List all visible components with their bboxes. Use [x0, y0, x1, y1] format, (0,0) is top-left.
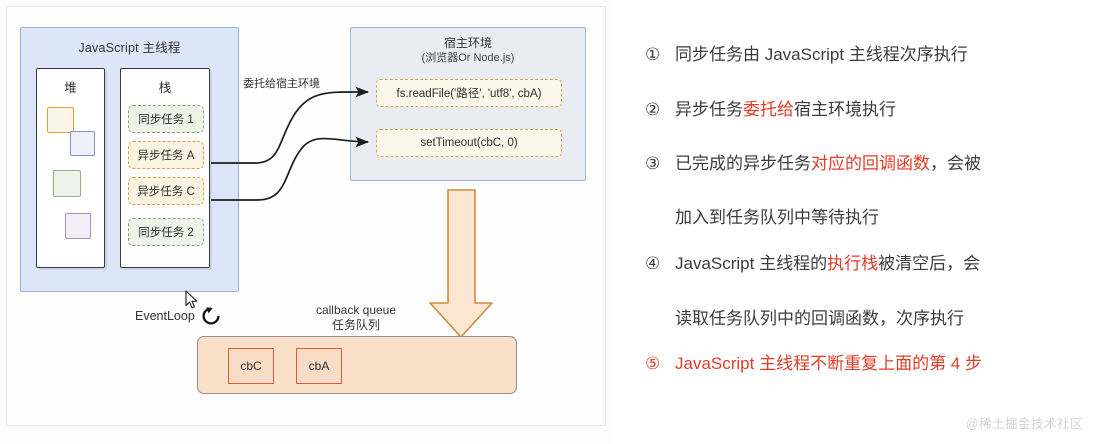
step-number-1: ① [645, 45, 661, 64]
event-loop-label: EventLoop [135, 309, 195, 323]
step-text-2: 异步任务委托给宿主环境执行 [675, 100, 896, 119]
step-number-3: ③ [645, 154, 661, 173]
steps-panel: ① 同步任务由 JavaScript 主线程次序执行 ② 异步任务委托给宿主环境… [620, 0, 1099, 444]
heap-object-green [53, 170, 81, 197]
step-text-1: 同步任务由 JavaScript 主线程次序执行 [675, 45, 968, 64]
delegate-to-host-label: 委托给宿主环境 [243, 78, 320, 90]
mouse-cursor-icon [185, 290, 198, 309]
step-text-3: 已完成的异步任务对应的回调函数，会被 [675, 154, 981, 173]
step-item-4-continued: 读取任务队列中的回调函数，次序执行 [675, 307, 964, 331]
step-number-2: ② [645, 100, 661, 119]
host-api-readfile: fs.readFile('路径', 'utf8', cbA) [376, 79, 562, 107]
callback-queue-item-cbc: cbC [228, 348, 274, 384]
step-item-3: ③ 已完成的异步任务对应的回调函数，会被 [645, 152, 981, 176]
step-text-5: JavaScript 主线程不断重复上面的第 4 步 [675, 354, 982, 373]
heap-object-blue [70, 131, 95, 156]
step-text-3-continued: 加入到任务队列中等待执行 [675, 208, 879, 227]
step-text-4-continued: 读取任务队列中的回调函数，次序执行 [675, 309, 964, 328]
host-environment-box: 宿主环境 (浏览器Or Node.js) fs.readFile('路径', '… [350, 27, 586, 181]
stack-item-async-a: 异步任务 A [128, 141, 204, 169]
heap-object-purple [65, 213, 91, 239]
step-item-4: ④ JavaScript 主线程的执行栈被清空后，会 [645, 252, 980, 276]
host-environment-title-main: 宿主环境 [443, 36, 492, 50]
host-api-settimeout: setTimeout(cbC, 0) [376, 129, 562, 157]
callback-queue-title-cn: 任务队列 [331, 318, 380, 332]
callback-queue-title-en: callback queue [315, 303, 397, 317]
event-loop-group: EventLoop [135, 306, 221, 326]
step-item-5: ⑤ JavaScript 主线程不断重复上面的第 4 步 [645, 352, 982, 376]
stack-item-sync-1: 同步任务 1 [128, 105, 204, 133]
step-number-5: ⑤ [645, 354, 661, 373]
callback-queue-item-cba: cbA [296, 348, 342, 384]
stack-box: 栈 同步任务 1 异步任务 A 异步任务 C 同步任务 2 [120, 68, 210, 309]
host-environment-title: 宿主环境 (浏览器Or Node.js) [351, 36, 585, 66]
stack-item-sync-2: 同步任务 2 [128, 218, 204, 246]
heap-box: 堆 [36, 68, 105, 268]
heap-object-yellow [47, 107, 74, 133]
stack-title: 栈 [158, 81, 172, 95]
watermark: @稀土掘金技术社区 [965, 417, 1083, 431]
javascript-main-thread-title: JavaScript 主线程 [78, 41, 181, 55]
step-text-4: JavaScript 主线程的执行栈被清空后，会 [675, 254, 981, 273]
step-item-3-continued: 加入到任务队列中等待执行 [675, 206, 879, 230]
step-number-4: ④ [645, 254, 661, 273]
heap-title: 堆 [64, 81, 77, 95]
loop-arrow-icon [202, 307, 220, 325]
step-item-2: ② 异步任务委托给宿主环境执行 [645, 98, 896, 122]
javascript-main-thread-box: JavaScript 主线程 堆 栈 同步任务 1 异步任务 A 异步任务 C … [20, 27, 239, 309]
diagram-panel: JavaScript 主线程 堆 栈 同步任务 1 异步任务 A 异步任务 C … [6, 6, 606, 426]
host-environment-subtitle: (浏览器Or Node.js) [421, 52, 515, 64]
stack-item-async-c: 异步任务 C [128, 177, 204, 205]
step-item-1: ① 同步任务由 JavaScript 主线程次序执行 [645, 43, 968, 67]
callback-queue-title: callback queue 任务队列 [297, 303, 415, 333]
callback-queue-box: cbC cbA [197, 336, 517, 394]
